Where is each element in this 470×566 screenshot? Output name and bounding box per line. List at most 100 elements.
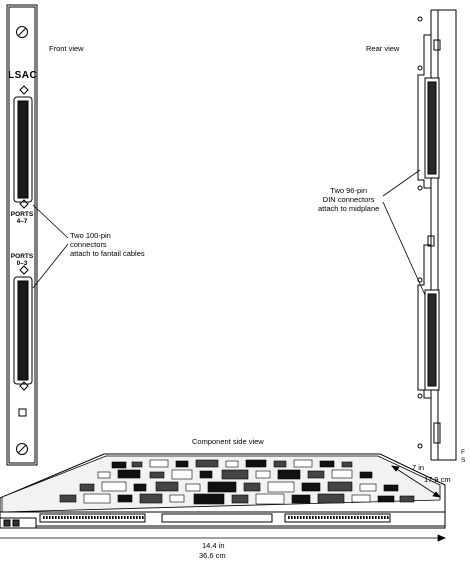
edge-pin [73,516,75,519]
edge-pin [142,516,144,519]
edge-pin [97,516,99,519]
ports-lower-range: 0–3 [16,260,28,267]
ports-upper-range: 4–7 [16,218,28,225]
board-chip [267,481,295,493]
board-chip [383,484,399,492]
board-chip [97,471,111,479]
board-chip [111,461,127,469]
edge-pin [88,516,90,519]
edge-pin [312,516,314,519]
edge-pin [100,516,102,519]
edge-pin [94,516,96,519]
callout-100pin-line2: connectors [70,240,107,249]
edge-pin [118,516,120,519]
edge-pin [112,516,114,519]
edge-pin [366,516,368,519]
connector-96pin-upper [424,77,440,179]
callout-100pin-line1: Two 100-pin [70,231,111,240]
edge-pin [318,516,320,519]
edge-pin [351,516,353,519]
board-chip [207,481,237,493]
edge-pin [321,516,323,519]
edge-pin [297,516,299,519]
card-name-label: LSAC [8,70,38,81]
edge-pin [384,516,386,519]
edge-pin [306,516,308,519]
board-chip [185,483,201,492]
rear-view-title: Rear view [366,44,400,53]
edge-pin [85,516,87,519]
edge-pin [300,516,302,519]
callout-96pin-line2: DIN connectors [322,195,375,204]
edge-pin [61,516,63,519]
board-chip [399,495,415,503]
board-chip [149,459,169,468]
board-chip [155,481,179,492]
board-chip [79,483,95,492]
edge-pin [369,516,371,519]
edge-pin [121,516,123,519]
connector-96pin-lower [424,289,440,391]
edge-pin [324,516,326,519]
edge-pin [348,516,350,519]
edge-pin [106,516,108,519]
board-chip [83,493,111,504]
edge-pin [139,516,141,519]
edge-pin [378,516,380,519]
board-components [59,459,415,505]
board-chip [175,460,189,468]
edge-pin [133,516,135,519]
edge-pin [342,516,344,519]
edge-pin [294,516,296,519]
edge-pin [79,516,81,519]
ports-upper-word: PORTS [10,211,34,218]
depth-cm-label: 17.9 cm [424,475,451,484]
connector-100pin-lower [13,265,33,391]
edge-pin [327,516,329,519]
board-chip [117,469,141,479]
component-side-view-title: Component side view [192,437,264,446]
callout-100pin-line3: attach to fantail cables [70,249,145,258]
edge-pin [76,516,78,519]
edge-pin [336,516,338,519]
front-view-faceplate [6,4,38,466]
edge-pin [288,516,290,519]
edge-pin [387,516,389,519]
edge-pin [333,516,335,519]
board-chip [331,469,353,479]
dimension-depth-arrow [391,465,441,498]
edge-pin [330,516,332,519]
board-chip [225,460,239,468]
edge-pin [375,516,377,519]
edge-pin [55,516,57,519]
faceplate-screw-top [16,26,28,38]
figure-id-line1: F [461,449,465,456]
board-chip [351,494,371,503]
board-chip [359,471,373,479]
board-chip [255,470,271,479]
board-chip [149,471,165,479]
edge-pin [345,516,347,519]
connector-100pin-upper [13,85,33,209]
board-chip [131,461,143,468]
edge-pin [49,516,51,519]
front-view-title: Front view [49,44,84,53]
dimension-length-arrow [0,534,447,542]
board-chip [301,482,321,492]
edge-pin [360,516,362,519]
edge-pin [363,516,365,519]
figure-id-line2: S [461,457,466,464]
board-chip [377,495,395,503]
board-chip [59,494,77,503]
edge-pin [130,516,132,519]
length-inch-label: 14.4 in [202,541,225,550]
callout-100pin-text: Two 100-pin connectors attach to fantail… [70,231,145,258]
callout-96pin-text: Two 96-pin DIN connectors attach to midp… [318,186,379,213]
board-chip [319,460,335,468]
board-chip [245,459,267,468]
board-chip [169,494,185,503]
edge-pin [372,516,374,519]
board-chip [327,481,353,492]
